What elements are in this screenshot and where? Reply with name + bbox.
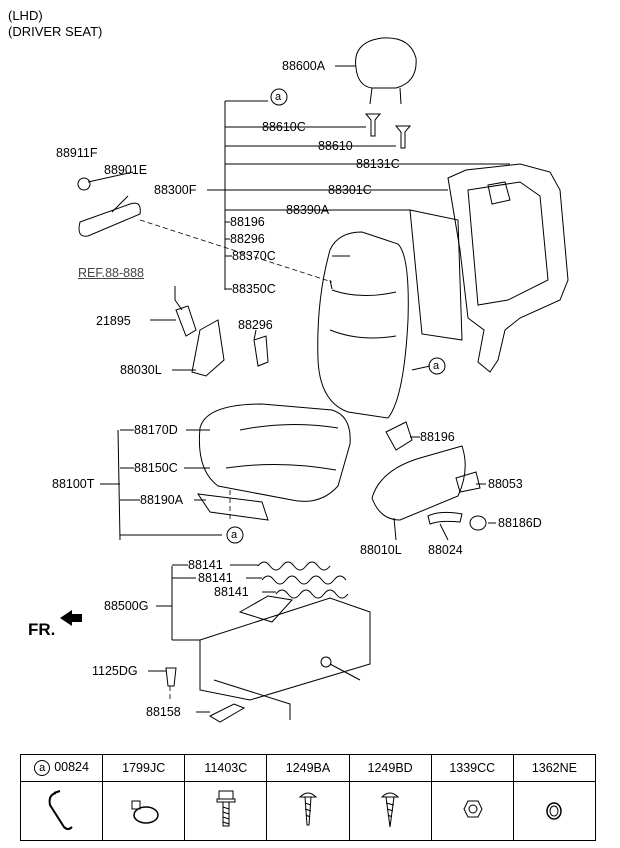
part-label-88186D: 88186D <box>498 516 542 530</box>
inner-cover <box>191 319 225 377</box>
header-driver-seat: (DRIVER SEAT) <box>8 24 103 39</box>
legend-code-6: 1339CC <box>430 754 514 782</box>
part-label-21895: 21895 <box>96 314 131 328</box>
seatbelt-buckle <box>175 305 197 337</box>
side-shield <box>371 445 466 521</box>
marker-a-back <box>428 357 446 375</box>
wire-clip-icon <box>48 789 73 830</box>
spring-1 <box>257 561 331 571</box>
part-label-88150C: 88150C <box>134 461 178 475</box>
fr-arrow <box>60 610 82 626</box>
inner-bracket <box>253 335 269 367</box>
seat-track-frame <box>199 597 371 701</box>
part-label-88301C: 88301C <box>328 183 372 197</box>
part-label-88350C: 88350C <box>232 282 276 296</box>
part-label-88901E: 88901E <box>104 163 148 177</box>
flange-bolt-icon <box>216 790 236 826</box>
part-label-88911F: 88911F <box>56 146 98 160</box>
mount-bolt <box>165 667 177 687</box>
part-label-1125DG: 1125DG <box>92 664 138 678</box>
legend-marker-a: a <box>34 760 51 776</box>
part-label-88158: 88158 <box>146 705 181 719</box>
legend-code-7: 1362NE <box>512 754 597 782</box>
headrest-guide-left <box>364 113 382 137</box>
marker-a-top-text: a <box>275 91 282 103</box>
header-lhd: (LHD) <box>8 8 43 23</box>
part-label-88196-side: 88196 <box>420 430 455 444</box>
headrest-shape <box>355 37 417 89</box>
part-label-88053: 88053 <box>488 477 523 491</box>
part-label-88131C: 88131C <box>356 157 400 171</box>
hex-nut-icon <box>463 800 483 817</box>
tapping-screw-icon <box>380 792 400 827</box>
part-label-88030L: 88030L <box>120 363 162 377</box>
marker-a-back-text: a <box>433 360 440 372</box>
part-label-88196-back: 88196 <box>230 215 265 229</box>
seat-exploded-diagram <box>60 37 569 723</box>
seat-cushion <box>198 403 351 502</box>
part-label-88610C: 88610C <box>262 120 306 134</box>
legend-code-3: 11403C <box>184 754 268 782</box>
lever-cap <box>77 177 91 191</box>
part-label-88500G: 88500G <box>104 599 149 613</box>
part-label-88141-3: 88141 <box>214 585 249 599</box>
part-label-88100T: 88100T <box>52 477 95 491</box>
legend-code-5: 1249BD <box>348 754 432 782</box>
part-label-88141-2: 88141 <box>198 571 233 585</box>
headrest-guide-right <box>394 125 412 149</box>
spring-3 <box>275 589 349 599</box>
cover-strip <box>427 511 463 525</box>
part-label-88170D: 88170D <box>134 423 178 437</box>
side-shield-cap <box>385 421 413 451</box>
part-label-88300F: 88300F <box>154 183 197 197</box>
legend-code-4: 1249BA <box>266 754 350 782</box>
part-label-88190A: 88190A <box>140 493 184 507</box>
recline-lever <box>78 202 141 237</box>
part-label-88600A: 88600A <box>282 59 326 73</box>
part-label-88370C: 88370C <box>232 249 276 263</box>
marker-a-cushion <box>226 526 244 544</box>
seatback-pad <box>409 209 463 341</box>
part-label-88296-side: 88296 <box>238 318 273 332</box>
part-label-88390A: 88390A <box>286 203 330 217</box>
part-label-88296-back: 88296 <box>230 232 265 246</box>
recliner-cover <box>455 471 481 493</box>
part-label-88024: 88024 <box>428 543 463 557</box>
screw-icon <box>298 792 318 825</box>
part-label-88141-1: 88141 <box>188 558 223 572</box>
spring-2 <box>261 575 347 585</box>
legend-code-2: 1799JC <box>102 754 186 782</box>
cushion-pad <box>196 493 269 521</box>
ring-icon <box>546 801 563 820</box>
cable-tie-icon <box>131 800 159 824</box>
track-bracket <box>208 703 246 723</box>
part-label-88610: 88610 <box>318 139 353 153</box>
marker-a-top <box>270 88 288 106</box>
seatback-cover <box>317 231 409 419</box>
cover-ring <box>469 515 487 531</box>
part-label-88010L: 88010L <box>360 543 402 557</box>
marker-a-cushion-text: a <box>231 529 238 541</box>
seatback-frame <box>447 163 569 373</box>
ref-link[interactable]: REF.88-888 <box>78 266 145 280</box>
front-direction-label: FR. <box>28 620 56 639</box>
